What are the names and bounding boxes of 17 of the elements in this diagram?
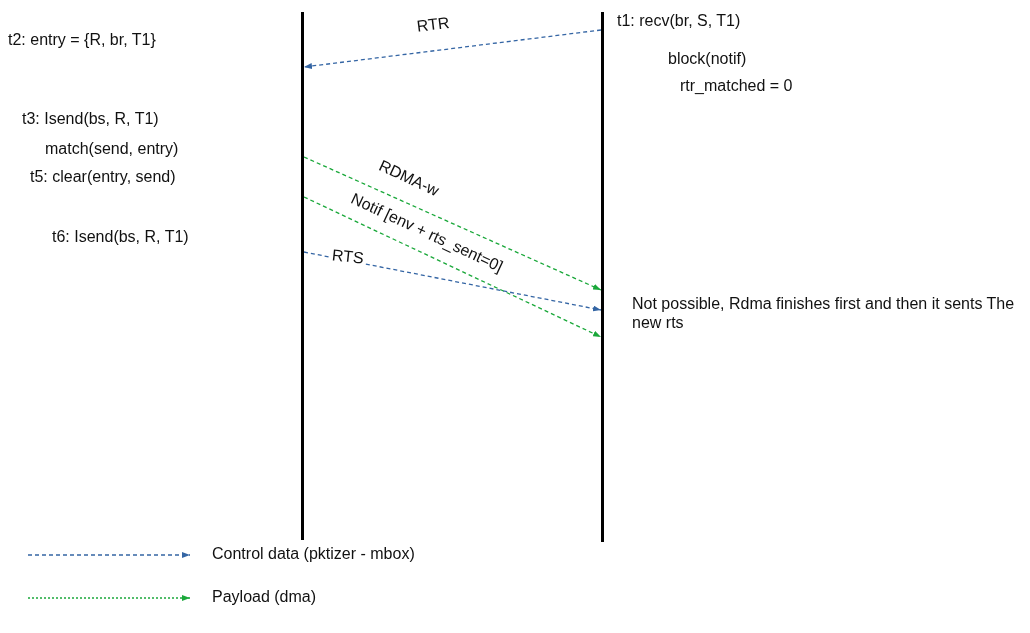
arrow [303,156,602,291]
annotation: t6: Isend(bs, R, T1) [52,228,189,246]
legend-text: Payload (dma) [212,588,317,606]
note: Not possible, Rdma finishes first and then it sents The new rts [632,294,1016,332]
lifeline [301,12,304,540]
annotation: t5: clear(entry, send) [30,168,176,186]
arrow [303,196,602,338]
arrow [303,29,602,70]
edge-label: RTS [329,246,367,268]
annotation: t2: entry = {R, br, T1} [8,31,156,49]
lifeline [601,12,604,542]
annotation: rtr_matched = 0 [680,77,793,95]
annotation: t3: Isend(bs, R, T1) [22,110,159,128]
arrow [303,251,602,312]
legend-text: Control data (pktizer - mbox) [212,545,415,563]
annotation: block(notif) [668,50,747,68]
annotation: match(send, entry) [45,140,179,158]
